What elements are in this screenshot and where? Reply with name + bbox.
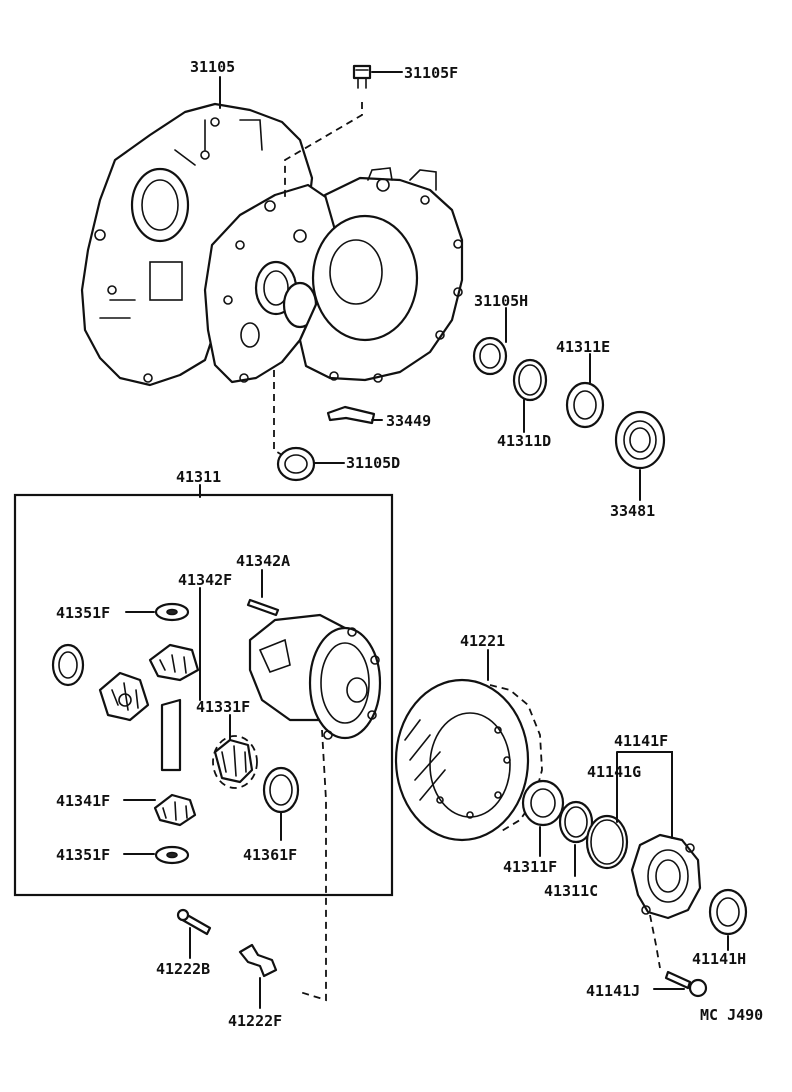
ring-gear-41221	[394, 678, 543, 842]
label-41311E: 41311E	[556, 338, 610, 356]
bolt-41141J	[664, 970, 708, 998]
oil-seal-41141H	[708, 888, 748, 936]
bearing-41311E	[565, 381, 605, 429]
bolt-41222B	[176, 908, 212, 936]
label-41221: 41221	[460, 632, 505, 650]
pinion-gear-41341F	[153, 793, 197, 827]
bearing-retainer-41141F	[630, 833, 702, 920]
label-41311F: 41311F	[503, 858, 557, 876]
label-41141J: 41141J	[586, 982, 640, 1000]
label-31105D: 31105D	[346, 454, 400, 472]
label-33481: 33481	[610, 502, 655, 520]
label-41351F-bottom: 41351F	[56, 846, 110, 864]
label-41311D: 41311D	[497, 432, 551, 450]
label-41141G: 41141G	[587, 763, 641, 781]
label-31105: 31105	[190, 58, 235, 76]
transaxle-housing	[80, 102, 464, 387]
side-gear-left	[98, 671, 150, 722]
pinion-gear-top	[148, 643, 200, 682]
label-41342F: 41342F	[178, 571, 232, 589]
side-gear-washer-41361F	[262, 766, 300, 814]
oil-seal-31105H	[472, 336, 508, 376]
bracket-33449	[326, 405, 376, 425]
pin-41342A	[246, 598, 280, 617]
assembly-lines	[273, 102, 661, 1002]
label-41311: 41311	[176, 468, 221, 486]
label-41342A: 41342A	[236, 552, 290, 570]
drain-plug-31105F	[352, 64, 372, 89]
label-41222B: 41222B	[156, 960, 210, 978]
lock-plate-41222F	[238, 943, 278, 978]
side-gear-41331F	[212, 735, 258, 789]
oil-seal-31105D	[276, 446, 316, 482]
differential-group-frame	[13, 493, 394, 897]
label-41361F: 41361F	[243, 846, 297, 864]
label-41351F-top: 41351F	[56, 604, 110, 622]
o-ring-41141G	[585, 814, 629, 870]
bearing-41311F	[521, 779, 565, 827]
label-41331F: 41331F	[196, 698, 250, 716]
label-41341F: 41341F	[56, 792, 110, 810]
diagram-code: MC J490	[700, 1006, 763, 1024]
label-41141H: 41141H	[692, 950, 746, 968]
part-labels: 31105 31105F 31105H 41311E 33449 41311D …	[56, 58, 763, 1030]
oil-seal-33481	[614, 410, 666, 470]
side-gear-washer-left	[51, 643, 85, 687]
thrust-washer-41351F-bottom	[154, 845, 190, 865]
thrust-washer-41351F-top	[154, 602, 190, 622]
label-31105H: 31105H	[474, 292, 528, 310]
label-41141F: 41141F	[614, 732, 668, 750]
differential-case	[248, 613, 382, 740]
label-41311C: 41311C	[544, 882, 598, 900]
label-41222F: 41222F	[228, 1012, 282, 1030]
shim-41311C	[558, 800, 594, 844]
pinion-shaft-41342F	[160, 698, 182, 772]
leader-lines	[123, 71, 729, 1009]
label-33449: 33449	[386, 412, 431, 430]
label-31105F: 31105F	[404, 64, 458, 82]
shim-41311D	[512, 358, 548, 402]
